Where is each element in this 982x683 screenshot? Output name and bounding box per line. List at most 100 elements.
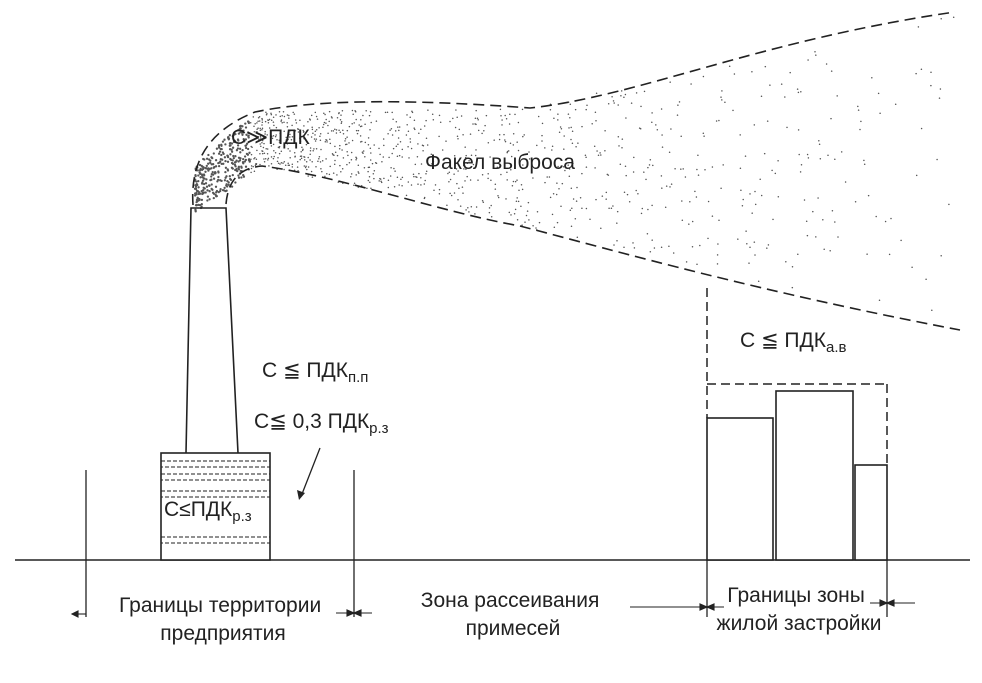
plume-dot xyxy=(647,208,649,211)
enterprise-zone-caption: Границы территории предприятия xyxy=(119,594,327,645)
plume-dot xyxy=(350,158,353,161)
plume-dot xyxy=(310,114,313,117)
plume-dot xyxy=(358,124,360,126)
plume-dot xyxy=(517,149,520,152)
plume-dot xyxy=(456,135,459,138)
plume-dot xyxy=(294,129,297,132)
plume-dot xyxy=(745,230,747,232)
plume-dot xyxy=(829,249,831,252)
plume-dot xyxy=(324,113,326,116)
plume-dot xyxy=(407,181,410,183)
plume-dot xyxy=(567,113,570,115)
plume-dot xyxy=(338,112,340,114)
plume-dot xyxy=(432,119,435,121)
plume-dot xyxy=(420,128,422,131)
dispersion-zone-caption: Зона рассеивания примесей xyxy=(421,589,605,640)
plume-dot xyxy=(195,189,199,192)
plume-dot xyxy=(291,163,294,165)
plume-dot xyxy=(264,130,266,133)
plume-dot xyxy=(549,196,552,199)
plume-dot xyxy=(746,243,748,245)
plume-dot xyxy=(206,189,209,192)
plume-dot xyxy=(346,136,348,138)
plume-dot xyxy=(299,158,301,161)
plume-dot xyxy=(674,167,676,170)
plume-dot xyxy=(250,171,252,174)
plume-dot xyxy=(297,131,300,133)
plume-dot xyxy=(651,239,653,241)
plume-dot xyxy=(621,138,624,140)
plume-dot xyxy=(238,147,242,150)
plume-dot xyxy=(207,167,210,170)
plume-dot xyxy=(465,209,467,211)
plume-dot xyxy=(786,126,788,129)
plume-dot xyxy=(571,142,574,145)
plume-dot xyxy=(240,166,243,169)
plume-dot xyxy=(595,92,598,94)
plume-dot xyxy=(462,133,464,136)
plume-dot xyxy=(255,158,258,161)
plume-dot xyxy=(231,167,234,170)
plume-dot xyxy=(669,81,671,83)
plume-dot xyxy=(807,157,810,159)
plume-dot xyxy=(209,178,212,182)
plume-dot xyxy=(581,207,583,209)
plume-dot xyxy=(212,196,215,200)
stack-exit-label: C≫ПДК xyxy=(231,126,310,149)
plume-dot xyxy=(220,153,223,157)
plume-dot xyxy=(939,88,942,90)
plume-dot xyxy=(270,156,273,158)
plume-dot xyxy=(289,133,291,136)
plume-dot xyxy=(803,199,806,201)
plume-dot xyxy=(509,142,512,145)
plume-dot xyxy=(300,155,303,157)
work-zone-inside-limit-label: C≤ПДКр.з xyxy=(164,498,252,525)
plume-dot xyxy=(253,170,256,173)
plume-dot xyxy=(475,123,477,126)
plume-dot xyxy=(248,151,251,154)
plume-dot xyxy=(684,176,687,178)
plume-dot xyxy=(537,115,540,118)
plume-dot xyxy=(472,163,475,166)
plume-dot xyxy=(268,127,271,129)
plume-dot xyxy=(672,252,675,254)
plume-dot xyxy=(516,197,518,199)
plume-dot xyxy=(523,134,525,136)
plume-dot xyxy=(287,138,289,141)
plume-dot xyxy=(214,159,218,162)
plume-dot xyxy=(311,161,313,163)
plume-dot xyxy=(367,179,370,182)
plume-dot xyxy=(250,165,253,167)
plume-dot xyxy=(321,170,323,173)
plume-dot xyxy=(256,128,258,130)
plume-dot xyxy=(466,175,468,178)
plume-dot xyxy=(823,248,825,251)
plume-dot xyxy=(844,181,847,183)
plume-dot xyxy=(635,189,637,192)
plume-dot xyxy=(651,204,653,207)
plume-dot xyxy=(764,65,767,68)
plume-dot xyxy=(754,190,756,193)
plume-dot xyxy=(222,162,225,165)
plume-dot xyxy=(362,150,365,152)
plume-dot xyxy=(300,157,303,160)
plume-dot xyxy=(299,140,302,142)
plume-dot xyxy=(334,145,336,148)
plume-dot xyxy=(232,156,235,160)
plume-dot xyxy=(740,189,742,191)
plume-dot xyxy=(707,200,710,203)
plume-dot xyxy=(318,127,320,129)
plume-dot xyxy=(242,175,246,178)
plume-dot xyxy=(320,168,322,170)
plume-dot xyxy=(233,163,237,166)
plume-dot xyxy=(819,157,822,160)
plume-dot xyxy=(232,154,235,158)
plume-dot xyxy=(586,104,588,106)
plume-dot xyxy=(418,132,420,135)
plume-dot xyxy=(837,236,839,238)
plume-dot xyxy=(346,163,348,166)
plume-dot xyxy=(664,206,667,208)
plume-dot xyxy=(425,170,428,172)
plume-dot xyxy=(336,174,338,176)
